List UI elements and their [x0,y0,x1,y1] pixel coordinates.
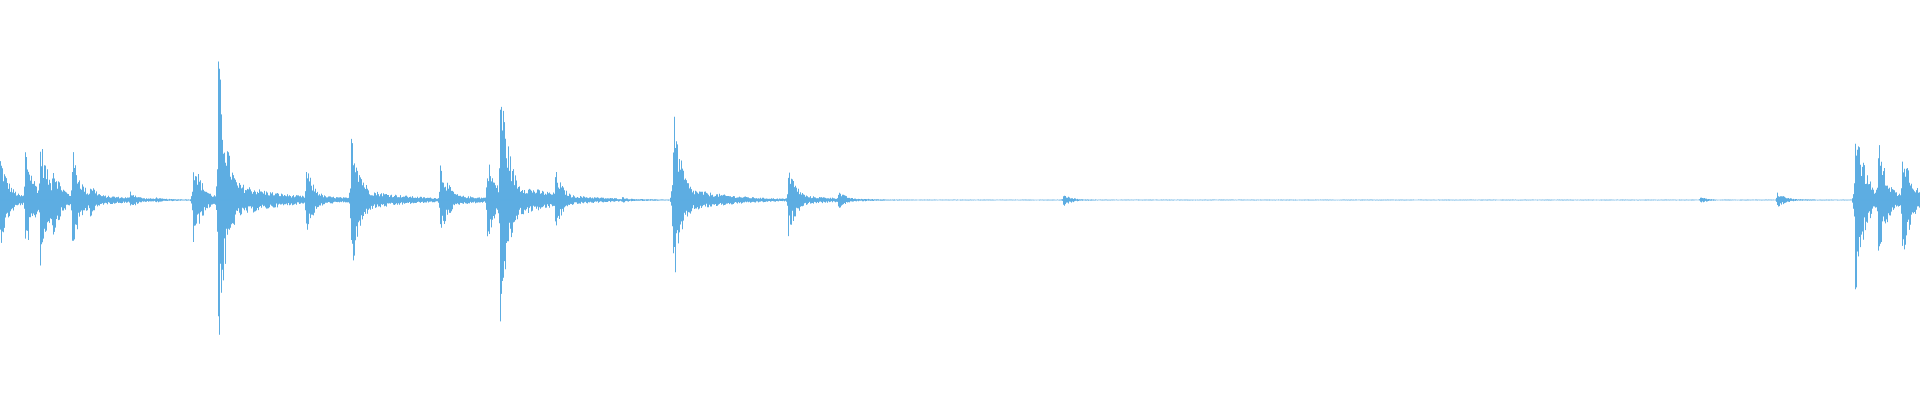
waveform-samples [0,61,1920,335]
waveform-path [0,61,1920,335]
